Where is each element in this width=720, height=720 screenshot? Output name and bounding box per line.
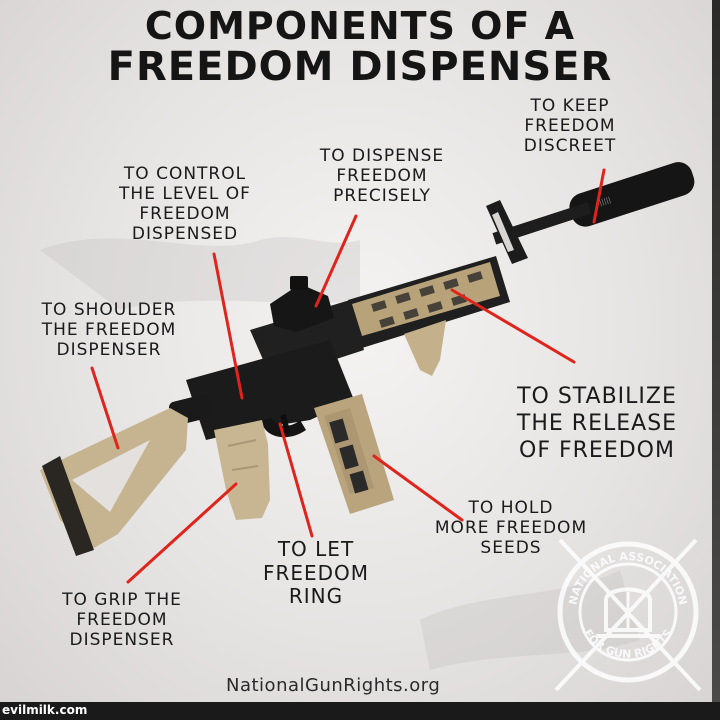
page-title-line-2: FREEDOM DISPENSER bbox=[107, 44, 613, 90]
pistol-grip-icon bbox=[214, 420, 270, 520]
watermark-text: evilmilk.com bbox=[2, 703, 88, 717]
foregrip-icon bbox=[404, 320, 446, 376]
stock-icon bbox=[40, 408, 188, 556]
watermark-bar: evilmilk.com bbox=[0, 702, 720, 720]
pointer-stock bbox=[90, 366, 120, 450]
svg-text:|||||: ||||| bbox=[598, 196, 612, 207]
label-hold-seeds: TO HOLD MORE FREEDOM SEEDS bbox=[434, 498, 588, 559]
label-stabilize: TO STABILIZE THE RELEASE OF FREEDOM bbox=[516, 384, 678, 463]
red-dot-optic-icon bbox=[270, 276, 334, 332]
suppressor-icon: ||||| bbox=[569, 162, 695, 227]
website-credit: NationalGunRights.org bbox=[226, 675, 441, 696]
pointer-grip bbox=[126, 482, 238, 584]
pointer-suppressor bbox=[592, 168, 606, 224]
label-dispense-precisely: TO DISPENSE FREEDOM PRECISELY bbox=[319, 146, 445, 207]
pointer-foregrip bbox=[450, 288, 576, 364]
pointer-trigger bbox=[278, 422, 314, 538]
label-shoulder: TO SHOULDER THE FREEDOM DISPENSER bbox=[41, 300, 177, 361]
label-control-level: TO CONTROL THE LEVEL OF FREEDOM DISPENSE… bbox=[119, 164, 251, 245]
pointer-magazine bbox=[372, 454, 464, 522]
pointer-selector bbox=[212, 252, 244, 400]
label-let-ring: TO LET FREEDOM RING bbox=[262, 537, 370, 609]
handguard-icon bbox=[348, 256, 510, 348]
magazine-icon bbox=[314, 394, 394, 514]
label-keep-discreet: TO KEEP FREEDOM DISCREET bbox=[523, 96, 617, 157]
pointer-lines bbox=[90, 168, 606, 584]
label-grip: TO GRIP THE FREEDOM DISPENSER bbox=[62, 590, 182, 651]
photo-edge-strip bbox=[712, 0, 720, 702]
pointer-optic bbox=[314, 214, 358, 308]
page-title-line-1: COMPONENTS OF A bbox=[144, 4, 576, 48]
